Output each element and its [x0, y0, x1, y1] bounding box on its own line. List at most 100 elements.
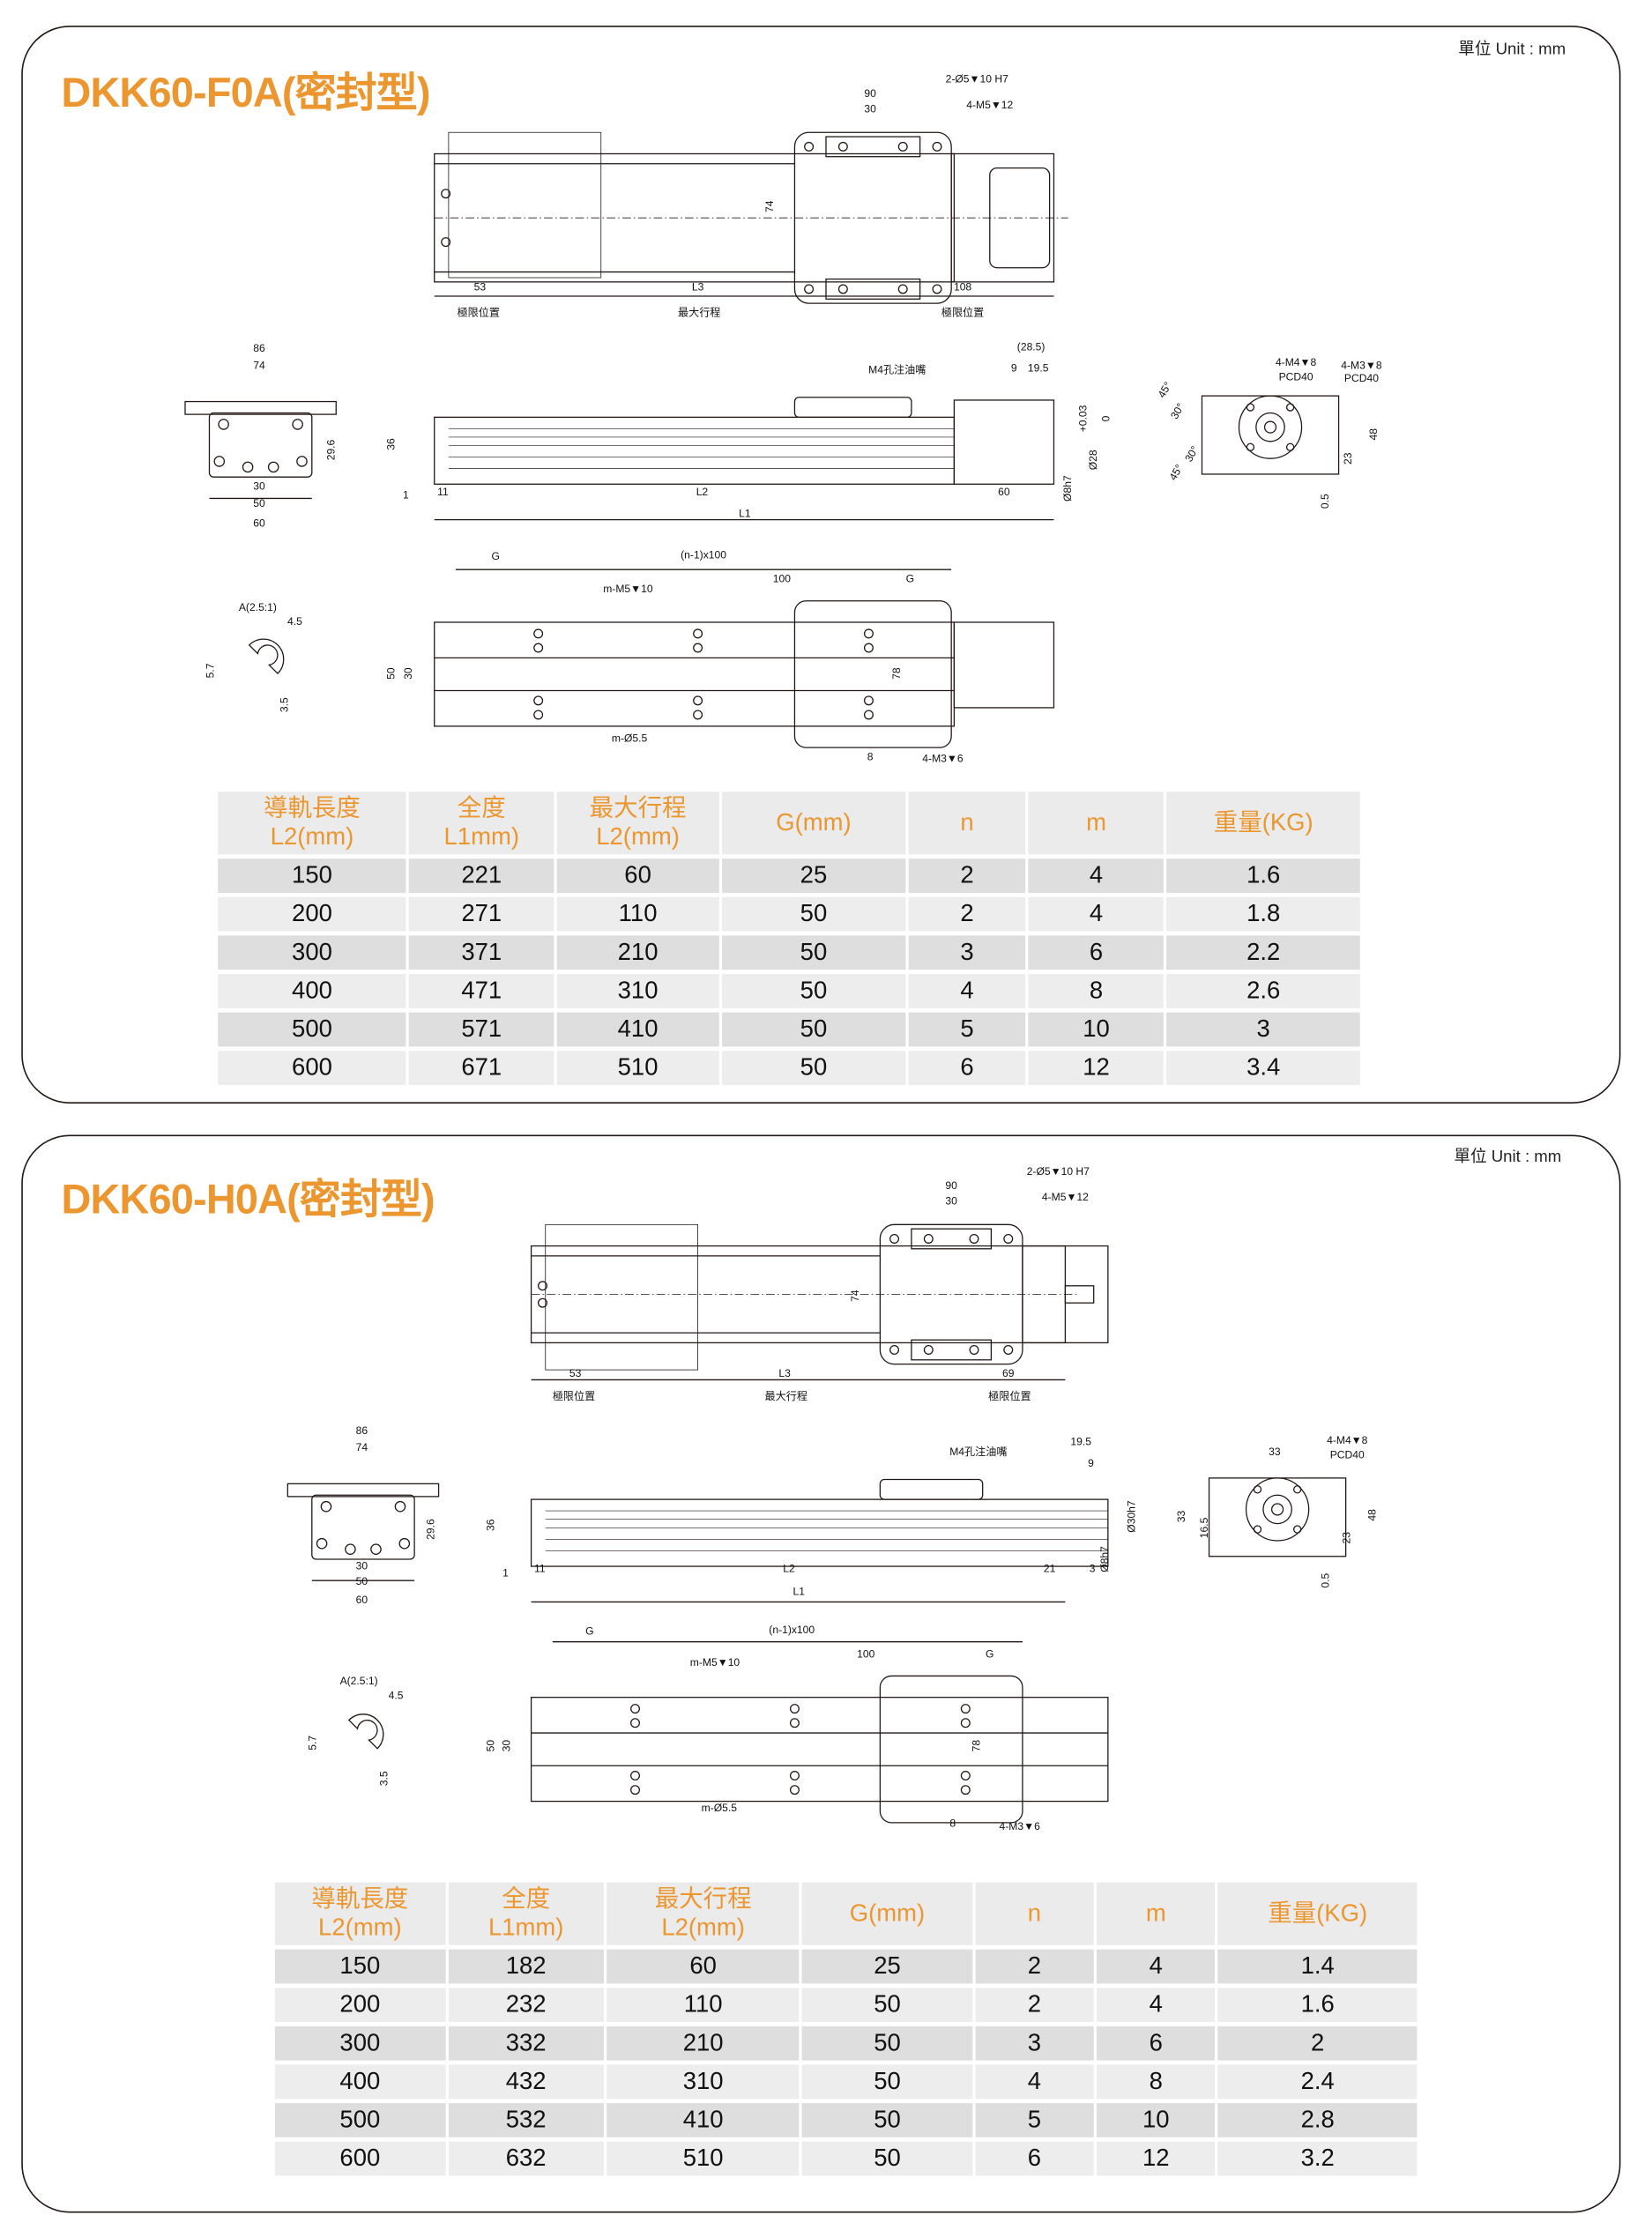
dimension-label-top: 極限位置 — [553, 1389, 595, 1402]
motor-side — [953, 399, 1055, 485]
dimension-label-side: 21 — [1044, 1563, 1056, 1575]
unit-label: 單位 Unit : mm — [1454, 1148, 1562, 1167]
dimension-label-end-left: 60 — [356, 1594, 368, 1606]
dimension-label-top: 極限位置 — [458, 306, 500, 319]
shaft-bore — [1262, 1494, 1292, 1525]
table-cell: 2 — [975, 1988, 1094, 2023]
dimension-label-end-right: 4-M4▼8 — [1327, 1434, 1368, 1446]
dimension-label-detail: 4.5 — [389, 1689, 404, 1701]
dimension-label-top: 最大行程 — [765, 1389, 807, 1402]
dimension-label-side: 9 — [1088, 1457, 1094, 1469]
dimension-label-end-right: 45° — [1167, 462, 1186, 482]
carriage-side — [879, 1478, 984, 1500]
dimension-label-bottom: m-Ø5.5 — [702, 1802, 738, 1814]
column-header-line: 重量(KG) — [1268, 1899, 1368, 1927]
mount-hole — [897, 284, 908, 294]
column-header-line: G(mm) — [776, 808, 852, 836]
mounting-hole — [693, 643, 703, 653]
dimension-label-end-right: 48 — [1366, 1509, 1379, 1521]
dimension-label-end-right: 23 — [1340, 1532, 1352, 1544]
table-cell: 600 — [274, 2141, 445, 2176]
table-cell: 310 — [606, 2064, 800, 2100]
dimension-label-top: 最大行程 — [678, 306, 720, 319]
table-cell: 1.8 — [1166, 896, 1360, 932]
dimension-label-side: 36 — [384, 438, 397, 450]
pcd-hole — [1246, 442, 1255, 451]
table-cell: 2 — [908, 896, 1026, 932]
dimension-label-side: L2 — [696, 486, 709, 498]
dimension-label-side: M4孔注油嘴 — [949, 1445, 1007, 1458]
mounting-hole — [960, 1771, 971, 1781]
dimension-label-end-right: 0.5 — [1319, 1573, 1331, 1588]
carriage-side — [793, 397, 912, 418]
carriage-bottom — [879, 1675, 1023, 1824]
dimension-label-end-right: 16.5 — [1198, 1517, 1210, 1538]
mount-hole — [1003, 1345, 1014, 1355]
column-header-line: m — [1086, 808, 1106, 836]
dimension-label-detail: A(2.5:1) — [239, 601, 277, 613]
mounting-hole — [533, 628, 544, 639]
dimension-label-end-left: 30 — [253, 480, 265, 493]
table-cell: 50 — [802, 1988, 972, 2023]
dimension-label-side: 3 — [1090, 1563, 1096, 1575]
table-cell: 3 — [1166, 1012, 1360, 1047]
dimension-label-side: L2 — [783, 1563, 795, 1575]
pcd-hole — [1285, 442, 1295, 451]
pcd-hole — [1293, 1485, 1302, 1494]
panel-dkk60-f0a — [21, 26, 1621, 1104]
table-cell: 2.4 — [1217, 2064, 1418, 2100]
end-view-hole — [394, 1500, 406, 1513]
mount-hole — [932, 284, 942, 294]
dimension-label-top: 2-Ø5▼10 H7 — [946, 73, 1008, 85]
dimension-label-bottom: 50 — [384, 667, 397, 680]
table-cell: 6 — [1096, 2026, 1216, 2061]
table-cell: 60 — [606, 1949, 800, 1984]
table-cell: 371 — [409, 935, 554, 970]
end-view-hole — [370, 1543, 382, 1555]
dimension-label-side: Ø28 — [1087, 450, 1099, 470]
table-cell: 8 — [1028, 974, 1165, 1008]
product-title: DKK60-F0A(密封型) — [61, 71, 430, 117]
column-header-line: L1mm) — [443, 822, 520, 851]
pcd-hole — [1293, 1525, 1302, 1534]
table-cell: 510 — [606, 2141, 800, 2176]
dimension-label-side: 1 — [403, 488, 409, 501]
table-cell: 1.4 — [1217, 1949, 1418, 1984]
dimension-label-bottom: (n-1)x100 — [681, 548, 726, 561]
table-cell: 3 — [908, 935, 1026, 970]
mount-hole — [804, 284, 815, 294]
table-cell: 2.2 — [1166, 935, 1360, 970]
column-header: n — [975, 1882, 1094, 1945]
mounting-hole — [693, 710, 703, 720]
dimension-label-bottom: 50 — [485, 1740, 497, 1752]
column-header-line: 導軌長度 — [311, 1884, 409, 1913]
end-cap-screw — [441, 189, 451, 199]
dimension-label-end-left: 50 — [356, 1575, 368, 1587]
shaft — [1263, 420, 1277, 434]
column-header-line: 導軌長度 — [264, 794, 361, 822]
motor-shaft — [1064, 1285, 1095, 1304]
dimension-label-detail: 4.5 — [287, 615, 302, 628]
dimension-label-side: 60 — [998, 486, 1010, 498]
shaft — [1270, 1503, 1284, 1516]
table-cell: 50 — [802, 2026, 972, 2061]
column-header-line: G(mm) — [849, 1899, 926, 1927]
table-cell: 50 — [802, 2103, 972, 2137]
dimension-label-bottom: G — [585, 1625, 593, 1638]
dimension-label-side: L1 — [793, 1585, 806, 1597]
dimension-label-end-right: 30° — [1182, 443, 1201, 464]
rail-side-view — [530, 1498, 1109, 1567]
table-cell: 1.6 — [1217, 1988, 1418, 2023]
table-cell: 632 — [448, 2141, 605, 2176]
table-cell: 400 — [218, 974, 406, 1008]
dimension-label-end-right: 30° — [1168, 401, 1187, 421]
dimension-label-top: 108 — [954, 281, 971, 294]
dimension-label-top: 53 — [569, 1367, 582, 1379]
table-cell: 500 — [218, 1012, 406, 1047]
